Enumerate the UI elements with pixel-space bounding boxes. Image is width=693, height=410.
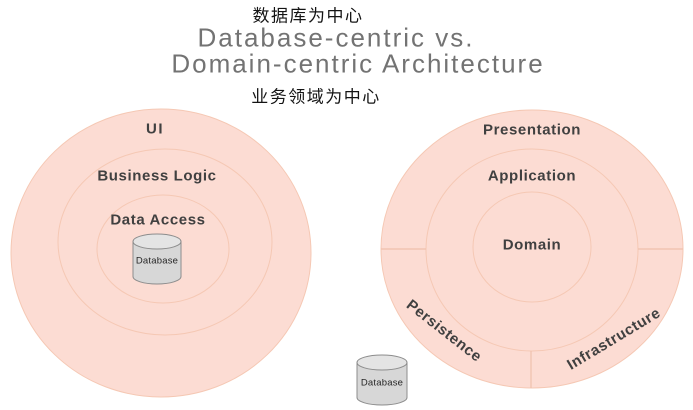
left-ring-label-business-logic: Business Logic bbox=[97, 167, 217, 185]
right-inner-ring bbox=[472, 191, 592, 303]
right-ring-label-application: Application bbox=[487, 167, 577, 185]
database-cylinder-icon bbox=[132, 233, 182, 285]
left-middle-ring bbox=[57, 148, 273, 336]
left-ring-label-data-access: Data Access bbox=[110, 211, 206, 229]
database-cylinder-label: Database bbox=[135, 255, 179, 267]
page-title-line1: Database-centric vs. bbox=[197, 22, 475, 53]
right-ring-label-domain: Domain bbox=[502, 236, 562, 254]
page-title-line2: Domain-centric Architecture bbox=[171, 48, 545, 79]
database-cylinder-icon bbox=[356, 354, 408, 406]
cylinder-body bbox=[132, 241, 182, 285]
left-ring-label-ui: UI bbox=[146, 120, 164, 138]
left-inner-ring bbox=[96, 194, 230, 304]
cylinder-top bbox=[132, 233, 182, 250]
caption-database-centric-zh: 数据库为中心 bbox=[252, 6, 364, 26]
database-cylinder-label: Database bbox=[360, 377, 404, 389]
right-circle-group bbox=[380, 109, 684, 389]
caption-domain-centric-zh: 业务领域为中心 bbox=[251, 87, 381, 107]
cylinder-body bbox=[356, 362, 408, 406]
right-ring-label-presentation: Presentation bbox=[482, 121, 582, 139]
right-middle-ring bbox=[425, 148, 639, 352]
cylinder-top bbox=[356, 354, 408, 371]
